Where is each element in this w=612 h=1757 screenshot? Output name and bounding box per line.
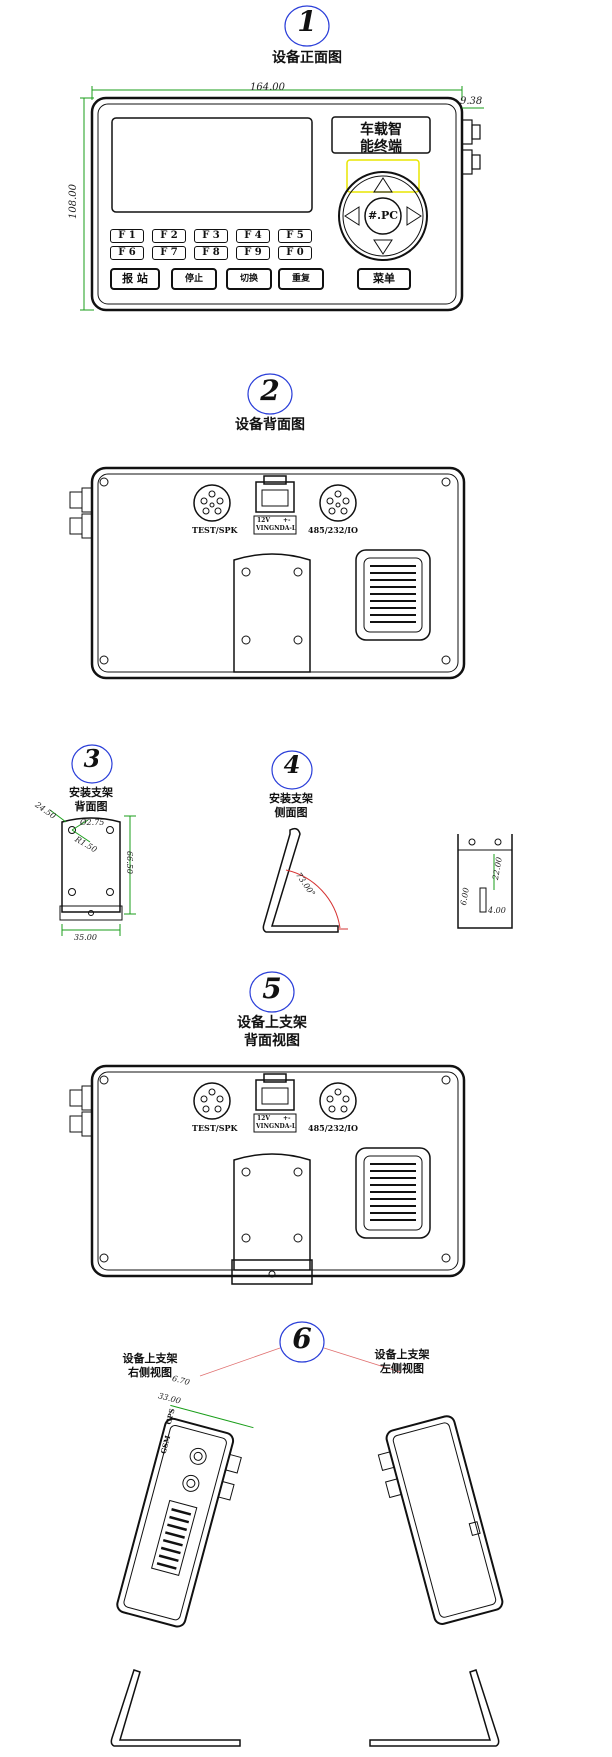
fkey: F 7 bbox=[152, 246, 186, 260]
right-view-caption: 设备上支架 bbox=[122, 1352, 178, 1365]
view-caption: 设备背面图 bbox=[235, 417, 305, 433]
view-caption: 设备上支架 bbox=[237, 1015, 307, 1031]
back-view-panel: 2 设备背面图 TEST/SPK 485/232/IO 12V +- VINGN… bbox=[40, 360, 540, 700]
side-views-panel: 6 设备上支架 右侧视图 设备上支架 左侧视图 33.00 6.70 GPS G… bbox=[40, 1320, 580, 1750]
dpad-center-button: #.PC bbox=[367, 209, 399, 222]
back-view-drawing bbox=[69, 373, 466, 680]
bracket-dim-height: 66.50 bbox=[124, 851, 134, 874]
front-view-panel: 1 设备正面图 164.00 108.00 9.38 车载智 能终端 #.PC … bbox=[60, 0, 540, 330]
power-label-vin: VINGNDA-L bbox=[256, 525, 297, 532]
port-label-test-spk: TEST/SPK bbox=[192, 525, 238, 535]
key-switch: 切换 bbox=[226, 268, 272, 290]
display-label-line2: 能终端 bbox=[360, 139, 402, 155]
dim-depth: 9.38 bbox=[460, 96, 483, 107]
view-caption: 设备正面图 bbox=[272, 50, 342, 66]
power-label-vin: VINGNDA-L bbox=[256, 1123, 297, 1130]
key-report-station: 报 站 bbox=[110, 268, 160, 290]
left-view-caption: 左侧视图 bbox=[380, 1362, 424, 1375]
fkey: F 2 bbox=[152, 229, 186, 243]
bracket-panel: 3 安装支架 背面图 4 安装支架 侧面图 24.50 Ø2.75 R1.50 … bbox=[10, 730, 590, 980]
front-view-drawing bbox=[80, 5, 484, 312]
dim-width: 164.00 bbox=[250, 82, 285, 93]
fkey: F 8 bbox=[194, 246, 228, 260]
dim-height: 108.00 bbox=[68, 184, 79, 219]
view-caption: 安装支架 bbox=[269, 792, 313, 805]
left-view-caption: 设备上支架 bbox=[374, 1348, 430, 1361]
bracket-dim-b: Ø2.75 bbox=[80, 818, 105, 827]
view-number: 6 bbox=[292, 1322, 312, 1355]
view-number: 5 bbox=[262, 972, 282, 1005]
port-label-485: 485/232/IO bbox=[308, 525, 358, 535]
back-with-bracket-drawing bbox=[69, 971, 466, 1285]
back-with-bracket-panel: 5 设备上支架 背面视图 TEST/SPK 485/232/IO 12V +- … bbox=[40, 970, 540, 1300]
fkey: F 1 bbox=[110, 229, 144, 243]
bracket-dim-width: 35.00 bbox=[74, 933, 97, 942]
port-label-485: 485/232/IO bbox=[308, 1123, 358, 1133]
view-number: 1 bbox=[297, 5, 317, 38]
right-view-caption: 右侧视图 bbox=[128, 1366, 172, 1379]
display-label-line1: 车载智 bbox=[360, 122, 402, 138]
power-label-plus-minus: +- bbox=[283, 1115, 291, 1122]
view-caption: 背面图 bbox=[74, 800, 108, 813]
power-label-plus-minus: +- bbox=[283, 517, 291, 524]
view-caption: 背面视图 bbox=[244, 1033, 300, 1049]
fkey: F 0 bbox=[278, 246, 312, 260]
bracket-detail-c: 4.00 bbox=[488, 906, 506, 915]
view-caption: 侧面图 bbox=[274, 806, 308, 819]
fkey: F 5 bbox=[278, 229, 312, 243]
fkey: F 4 bbox=[236, 229, 270, 243]
view-number: 4 bbox=[283, 750, 301, 779]
key-repeat: 重复 bbox=[278, 268, 324, 290]
fkey: F 9 bbox=[236, 246, 270, 260]
view-number: 3 bbox=[83, 744, 101, 773]
fkey: F 3 bbox=[194, 229, 228, 243]
side-views-drawing bbox=[110, 1321, 504, 1747]
view-number: 2 bbox=[260, 374, 280, 407]
fkey: F 6 bbox=[110, 246, 144, 260]
key-menu: 菜单 bbox=[357, 268, 411, 290]
key-stop: 停止 bbox=[171, 268, 217, 290]
power-label-12v: 12V bbox=[257, 517, 271, 524]
port-label-test-spk: TEST/SPK bbox=[192, 1123, 238, 1133]
bracket-drawing bbox=[49, 744, 513, 936]
view-caption: 安装支架 bbox=[69, 786, 113, 799]
power-label-12v: 12V bbox=[257, 1115, 271, 1122]
